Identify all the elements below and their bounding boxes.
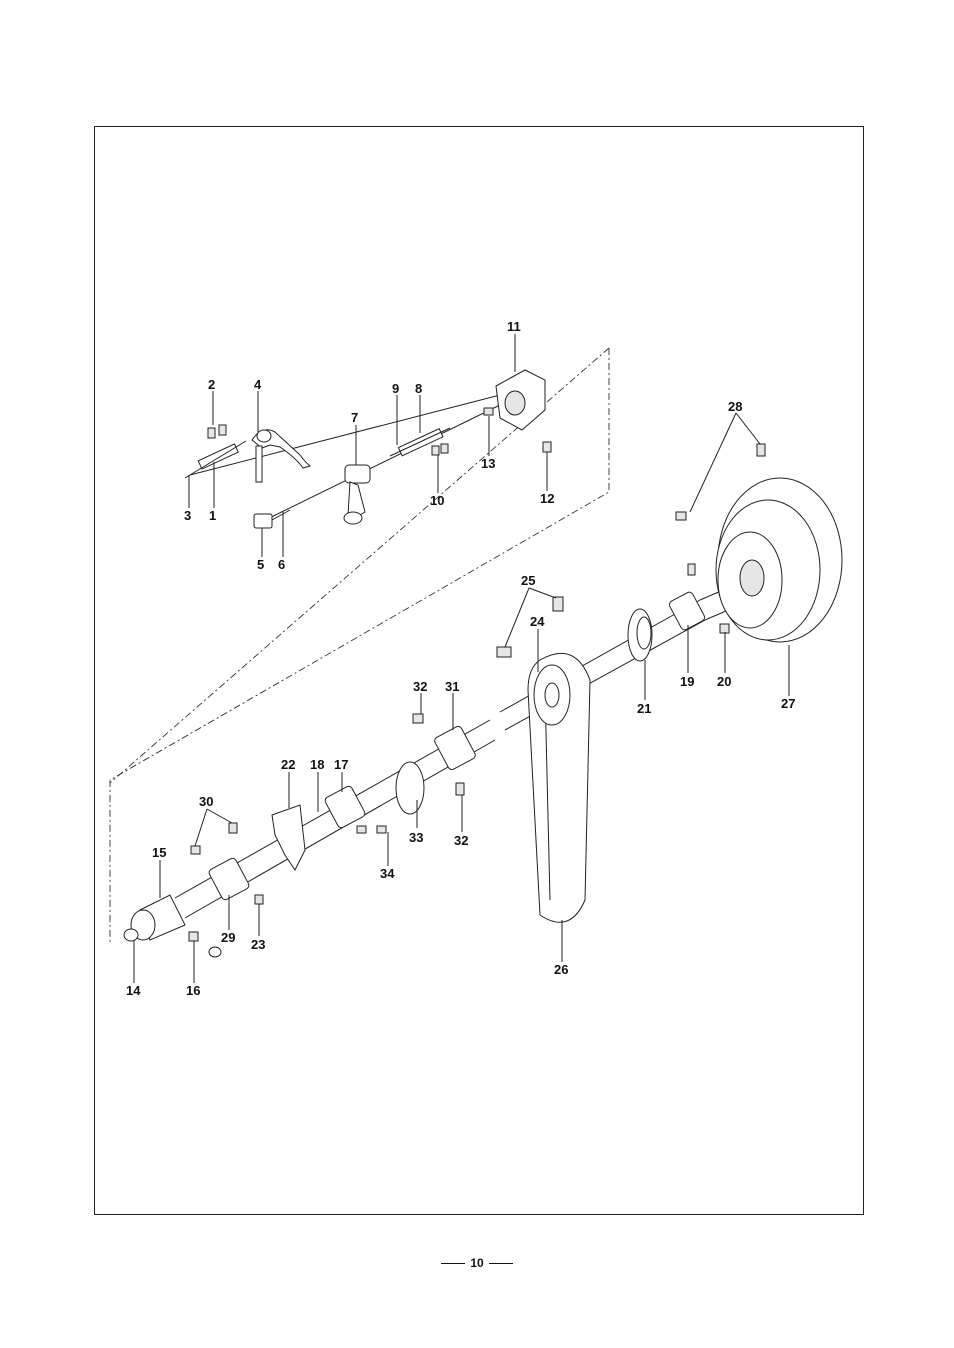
part-28-screw-a [757, 444, 765, 456]
part-22-crank [272, 805, 305, 870]
part-32-screw-a [413, 714, 423, 723]
callout-17: 17 [334, 757, 348, 772]
part-25-screw-a [553, 597, 563, 611]
part-10-screws [432, 444, 448, 455]
part-16-screw [189, 932, 198, 941]
part-19-collar [668, 591, 706, 631]
callout-30: 30 [199, 794, 213, 809]
upper-axis-2 [255, 405, 500, 525]
part-31-collar [433, 725, 476, 771]
page-number: 10 [470, 1256, 483, 1270]
callout-34: 34 [380, 866, 395, 881]
callout-11: 11 [507, 319, 521, 334]
callout-3: 3 [184, 508, 191, 523]
callout-15: 15 [152, 845, 166, 860]
part-1-pin [185, 441, 246, 478]
callout-26: 26 [554, 962, 568, 977]
part-17-collar [324, 785, 366, 829]
part-27-handwheel [716, 478, 842, 642]
callout-2: 2 [208, 377, 215, 392]
callout-4: 4 [254, 377, 262, 392]
callout-23: 23 [251, 937, 265, 952]
upper-axis [190, 395, 500, 475]
part-7-crank-arm [344, 465, 370, 524]
callout-10: 10 [430, 493, 444, 508]
callout-33: 33 [409, 830, 423, 845]
part-14-15-shaft-end [124, 895, 185, 941]
callout-25: 25 [521, 573, 535, 588]
part-19-screw [688, 564, 695, 575]
callout-24: 24 [530, 614, 545, 629]
callout-18: 18 [310, 757, 324, 772]
footer-rule-right [489, 1263, 513, 1264]
part-24-pulley [534, 665, 570, 725]
footer-rule-left [441, 1263, 465, 1264]
callout-27: 27 [781, 696, 795, 711]
part-21-pulley [628, 609, 652, 661]
callout-1: 1 [209, 508, 216, 523]
callout-21: 21 [637, 701, 651, 716]
callout-6: 6 [278, 557, 285, 572]
part-13-screw [484, 408, 493, 415]
part-4-fork [252, 430, 310, 482]
callout-5: 5 [257, 557, 264, 572]
part-12-screw [543, 442, 551, 452]
callout-13: 13 [481, 456, 495, 471]
callout-12: 12 [540, 491, 554, 506]
callout-7: 7 [351, 410, 358, 425]
part-20-screw [720, 624, 729, 633]
callout-9: 9 [392, 381, 399, 396]
part-11-block [496, 370, 545, 430]
callout-22: 22 [281, 757, 295, 772]
assembly-boundary [110, 348, 609, 945]
part-30-screw-a [229, 823, 237, 833]
callout-32a: 32 [413, 679, 427, 694]
callout-20: 20 [717, 674, 731, 689]
page-footer: 10 [0, 1256, 954, 1270]
part-30-screw-b [191, 846, 200, 854]
part-29-collar [208, 857, 250, 901]
callout-8: 8 [415, 381, 422, 396]
part-5-collar [254, 510, 290, 528]
part-33-flange [396, 762, 424, 814]
callout-19: 19 [680, 674, 694, 689]
callout-16: 16 [186, 983, 200, 998]
part-2-screws [208, 425, 226, 438]
callout-14: 14 [126, 983, 141, 998]
part-34-screw-a [357, 826, 366, 833]
part-32-screw-b [456, 783, 464, 795]
callout-32b: 32 [454, 833, 468, 848]
part-25-screw-b [497, 647, 511, 657]
callout-28: 28 [728, 399, 742, 414]
part-34-screw-b [377, 826, 386, 833]
part-23-screw [255, 895, 263, 904]
part-16-cap [209, 947, 221, 957]
part-28-screw-b [676, 512, 686, 520]
callout-31: 31 [445, 679, 459, 694]
callout-29: 29 [221, 930, 235, 945]
